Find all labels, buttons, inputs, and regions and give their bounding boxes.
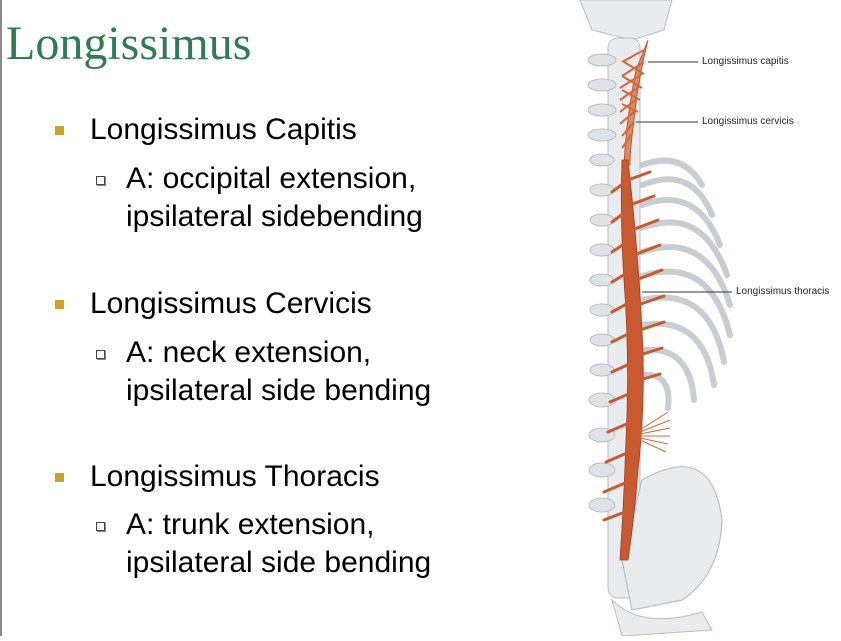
square-bullet-icon xyxy=(55,300,64,309)
sub-bullet-thoracis-action: A: trunk extension, ipsilateral side ben… xyxy=(96,506,456,582)
slide-title: Longissimus xyxy=(6,17,252,70)
sub-bullet-text: A: trunk extension, ipsilateral side ben… xyxy=(126,508,432,579)
bullet-item-thoracis: Longissimus Thoracis xyxy=(55,460,380,494)
figure-label-capitis: Longissimus capitis xyxy=(702,56,789,67)
sub-bullet-text: A: occipital extension, ipsilateral side… xyxy=(126,162,423,233)
sub-bullet-capitis-action: A: occipital extension, ipsilateral side… xyxy=(96,160,456,236)
square-bullet-icon xyxy=(55,473,64,482)
bullet-item-cervicis: Longissimus Cervicis xyxy=(55,287,372,321)
bullet-heading: Longissimus Thoracis xyxy=(90,460,380,493)
square-bullet-icon xyxy=(55,126,64,135)
spine-muscle-illustration xyxy=(579,0,733,637)
figure-label-cervicis: Longissimus cervicis xyxy=(702,116,794,127)
hollow-square-bullet-icon xyxy=(96,176,105,185)
bullet-item-capitis: Longissimus Capitis xyxy=(55,113,357,147)
spine-anatomy-figure: Longissimus capitis Longissimus cervicis… xyxy=(572,0,841,637)
bullet-heading: Longissimus Capitis xyxy=(90,113,357,146)
hollow-square-bullet-icon xyxy=(96,350,105,359)
left-border-rule xyxy=(0,0,2,636)
figure-label-thoracis: Longissimus thoracis xyxy=(736,286,830,297)
bullet-heading: Longissimus Cervicis xyxy=(90,287,372,320)
hollow-square-bullet-icon xyxy=(96,522,105,531)
sub-bullet-cervicis-action: A: neck extension, ipsilateral side bend… xyxy=(96,334,456,410)
bullet-list: Longissimus Capitis A: occipital extensi… xyxy=(55,113,456,582)
sub-bullet-text: A: neck extension, ipsilateral side bend… xyxy=(126,336,432,407)
